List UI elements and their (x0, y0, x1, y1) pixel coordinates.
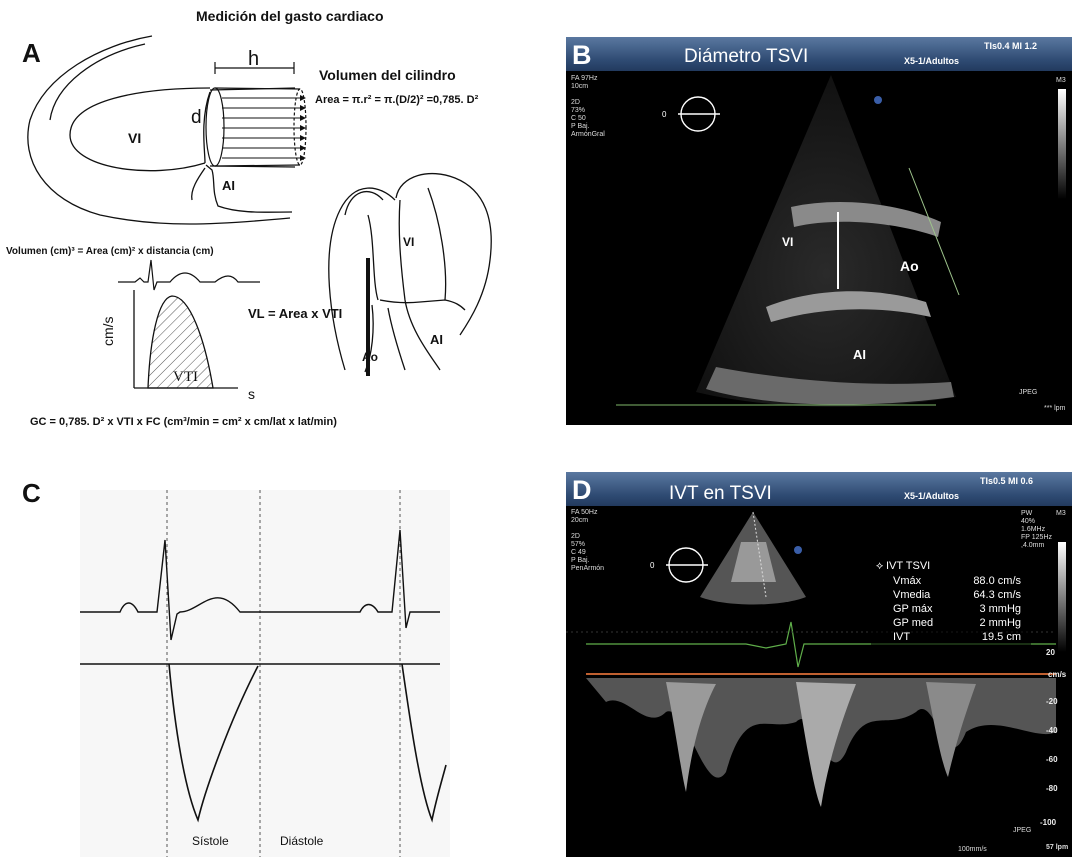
measurement-label: GP med (893, 617, 943, 631)
cylinder-title: Volumen del cilindro (319, 67, 456, 83)
scale-tick: -80 (1046, 784, 1058, 793)
volume-formula: Volumen (cm)³ = Area (cm)² x distancia (… (6, 246, 214, 257)
measurement-row: GP máx3 mmHg (893, 603, 1021, 617)
panel-b-vi-label: VI (782, 235, 793, 249)
panel-b-ao-label: Ao (900, 258, 919, 274)
measurement-value: 19.5 cm (943, 631, 1021, 645)
area-formula: Area = π.r² = π.(D/2)² =0,785. D² (315, 94, 478, 106)
measurement-value: 88.0 cm/s (943, 575, 1021, 589)
heart2-ao-label: Ao (362, 350, 378, 364)
heart2-vi-label: VI (403, 235, 414, 249)
scale-tick: 20 (1046, 648, 1055, 657)
diastole-label: Diástole (280, 834, 323, 848)
panel-a-drawing (0, 0, 540, 440)
panel-c-ecg-doppler (80, 490, 450, 857)
scale-unit: cm/s (1048, 670, 1066, 679)
d-label: d (191, 107, 202, 129)
gc-formula: GC = 0,785. D² x VTI x FC (cm³/min = cm²… (30, 416, 337, 428)
panel-d-bpm: 57 lpm (1046, 844, 1068, 852)
panel-b-jpeg: JPEG (1019, 389, 1037, 397)
measurement-title-text: IVT TSVI (886, 560, 930, 574)
measurement-row: IVT19.5 cm (893, 631, 1021, 645)
ai-label: AI (222, 178, 235, 193)
panel-b-echo-image: 0 (566, 37, 1072, 425)
ultrasound-panel-d: D IVT en TSVI X5-1/Adultos TIs0.5 MI 0.6… (566, 472, 1072, 857)
scale-tick: -20 (1046, 697, 1058, 706)
panel-b-ai-label: AI (853, 347, 866, 362)
measurement-row: GP med2 mmHg (893, 617, 1021, 631)
vti-y-axis-label: cm/s (100, 316, 116, 346)
systole-label: Sístole (192, 834, 229, 848)
measurement-value: 64.3 cm/s (943, 589, 1021, 603)
svg-text:0: 0 (662, 110, 667, 119)
measurement-label: GP máx (893, 603, 943, 617)
measurement-value: 2 mmHg (943, 617, 1021, 631)
measurement-box: ⟡IVT TSVI Vmáx88.0 cm/s Vmedia64.3 cm/s … (871, 560, 1031, 660)
measurement-title: ⟡IVT TSVI (876, 560, 930, 574)
ultrasound-panel-b: B Diámetro TSVI X5-1/Adultos TIs0.4 MI 1… (566, 37, 1072, 425)
scale-tick: -60 (1046, 755, 1058, 764)
vl-formula: VL = Area x VTI (248, 306, 342, 321)
measurement-value: 3 mmHg (943, 603, 1021, 617)
vti-x-axis-label: s (248, 386, 255, 402)
heart2-ai-label: AI (430, 332, 443, 347)
measurement-label: Vmáx (893, 575, 943, 589)
panel-c-letter: C (22, 478, 41, 509)
measurement-label: Vmedia (893, 589, 943, 603)
vi-label: VI (128, 130, 141, 146)
h-label: h (248, 48, 259, 71)
measurement-row: Vmedia64.3 cm/s (893, 589, 1021, 603)
panel-b-bpm: *** lpm (1044, 405, 1065, 413)
measurement-label: IVT (893, 631, 943, 645)
scale-tick: -40 (1046, 726, 1058, 735)
panel-d-sweep: 100mm/s (958, 846, 987, 854)
panel-d-jpeg: JPEG (1013, 827, 1031, 835)
vti-label: VTI (173, 369, 198, 386)
scale-tick: -100 (1040, 818, 1056, 827)
panel-d-doppler-image: 0 (566, 472, 1072, 857)
svg-text:0: 0 (650, 561, 655, 570)
measurement-row: Vmáx88.0 cm/s (893, 575, 1021, 589)
